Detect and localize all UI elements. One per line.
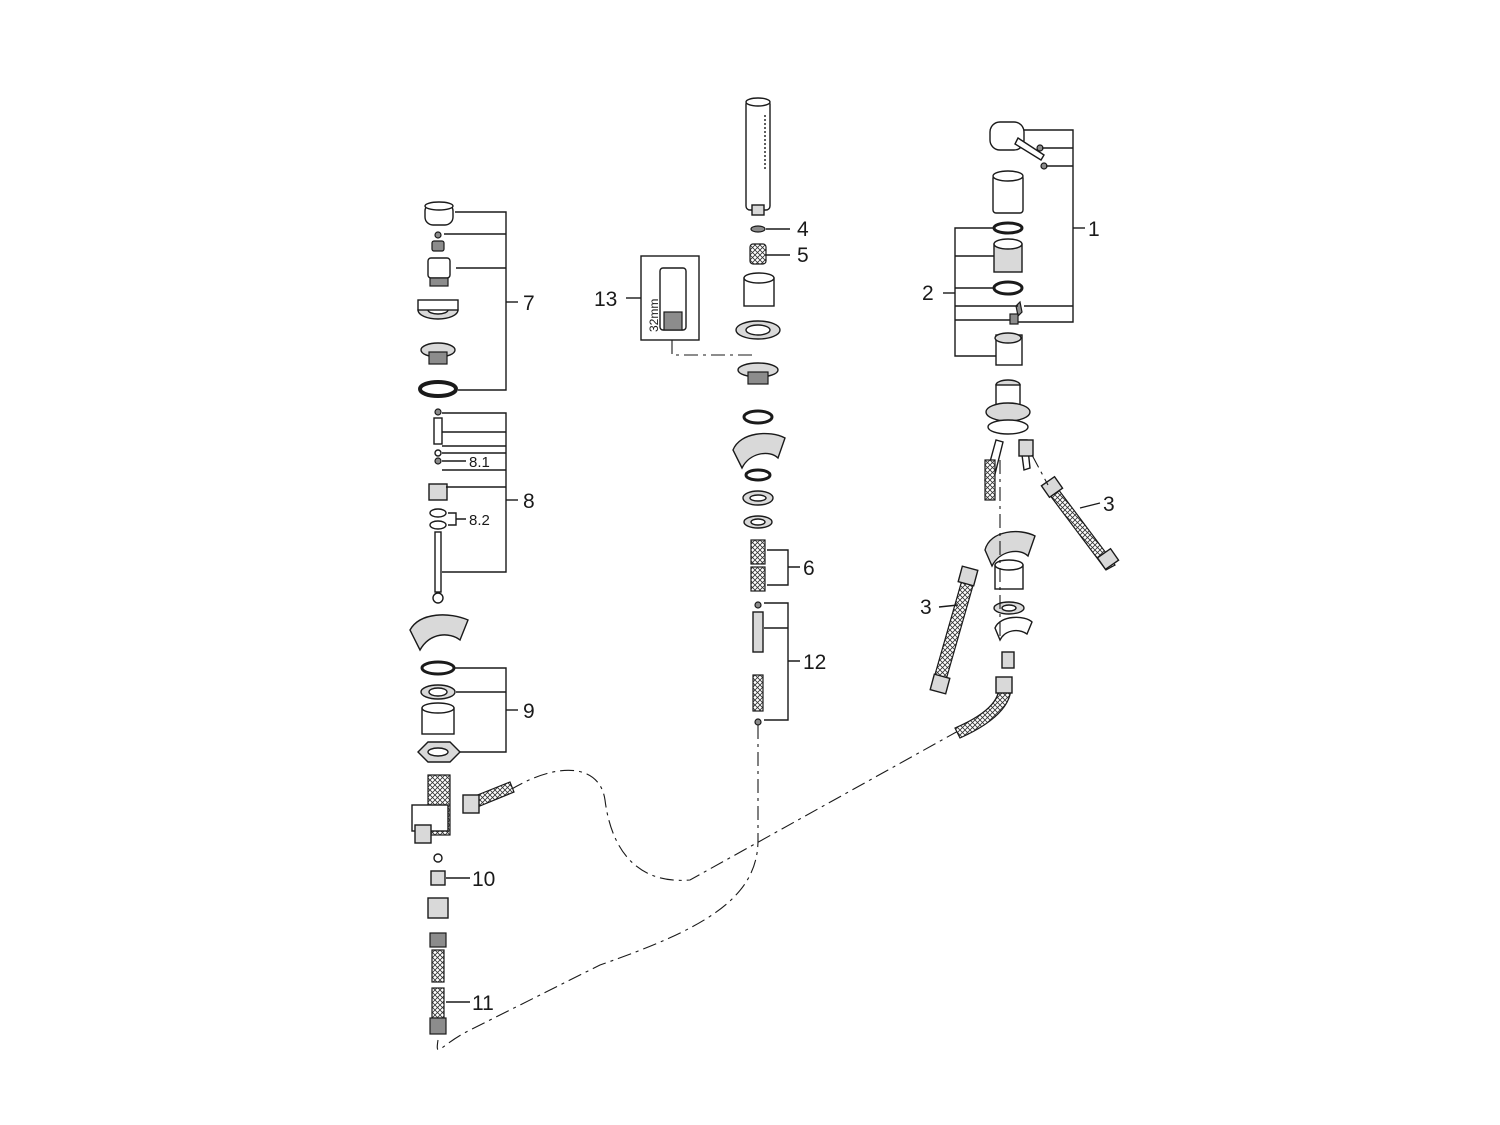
label-6: 6 bbox=[803, 557, 815, 580]
bracket-8 bbox=[442, 412, 518, 573]
mixer-handle bbox=[989, 121, 1048, 170]
label-4: 4 bbox=[797, 218, 809, 241]
left-valve-assembly bbox=[409, 201, 518, 1035]
label-9: 9 bbox=[523, 700, 535, 723]
handset-link bbox=[671, 340, 755, 356]
label-8-2: 8.2 bbox=[469, 512, 490, 529]
label-1: 1 bbox=[1088, 218, 1100, 241]
right-mixer-assembly bbox=[929, 121, 1120, 739]
label-13: 13 bbox=[594, 288, 617, 311]
center-spacer-wedge bbox=[732, 432, 786, 470]
bracket-12 bbox=[764, 602, 800, 721]
bracket-9 bbox=[455, 667, 518, 753]
label-3-left: 3 bbox=[920, 596, 932, 619]
center-handshower-assembly: 32mm bbox=[626, 97, 800, 726]
bracket-2 bbox=[943, 227, 1018, 357]
hose-route-lines bbox=[436, 340, 961, 1051]
label-3-right: 3 bbox=[1103, 493, 1115, 516]
tool-size-label: 32mm bbox=[647, 299, 661, 332]
bracket-7 bbox=[444, 211, 518, 391]
spindle-head bbox=[427, 257, 451, 287]
tool-13-box: 32mm bbox=[626, 255, 700, 341]
bracket-6 bbox=[767, 549, 800, 586]
valve-cap bbox=[424, 201, 454, 226]
label-7: 7 bbox=[523, 292, 535, 315]
label-12: 12 bbox=[803, 651, 826, 674]
supply-hose-route bbox=[509, 729, 961, 881]
label-5: 5 bbox=[797, 244, 809, 267]
bracket-1 bbox=[1018, 129, 1085, 323]
label-10: 10 bbox=[472, 868, 495, 891]
shower-hose-route bbox=[436, 725, 759, 1051]
right-spacer-wedge bbox=[984, 530, 1036, 568]
supply-hose-left bbox=[933, 579, 975, 681]
part-labels: 1 2 3 3 4 5 6 7 8 8.1 8.2 9 10 11 12 13 bbox=[469, 218, 1115, 1015]
label-11: 11 bbox=[472, 992, 494, 1015]
left-spacer-wedge bbox=[409, 614, 469, 652]
hand-shower bbox=[745, 97, 771, 216]
label-2: 2 bbox=[922, 282, 934, 305]
label-8-1: 8.1 bbox=[469, 454, 490, 471]
valve-body bbox=[411, 774, 515, 844]
label-8: 8 bbox=[523, 490, 535, 513]
